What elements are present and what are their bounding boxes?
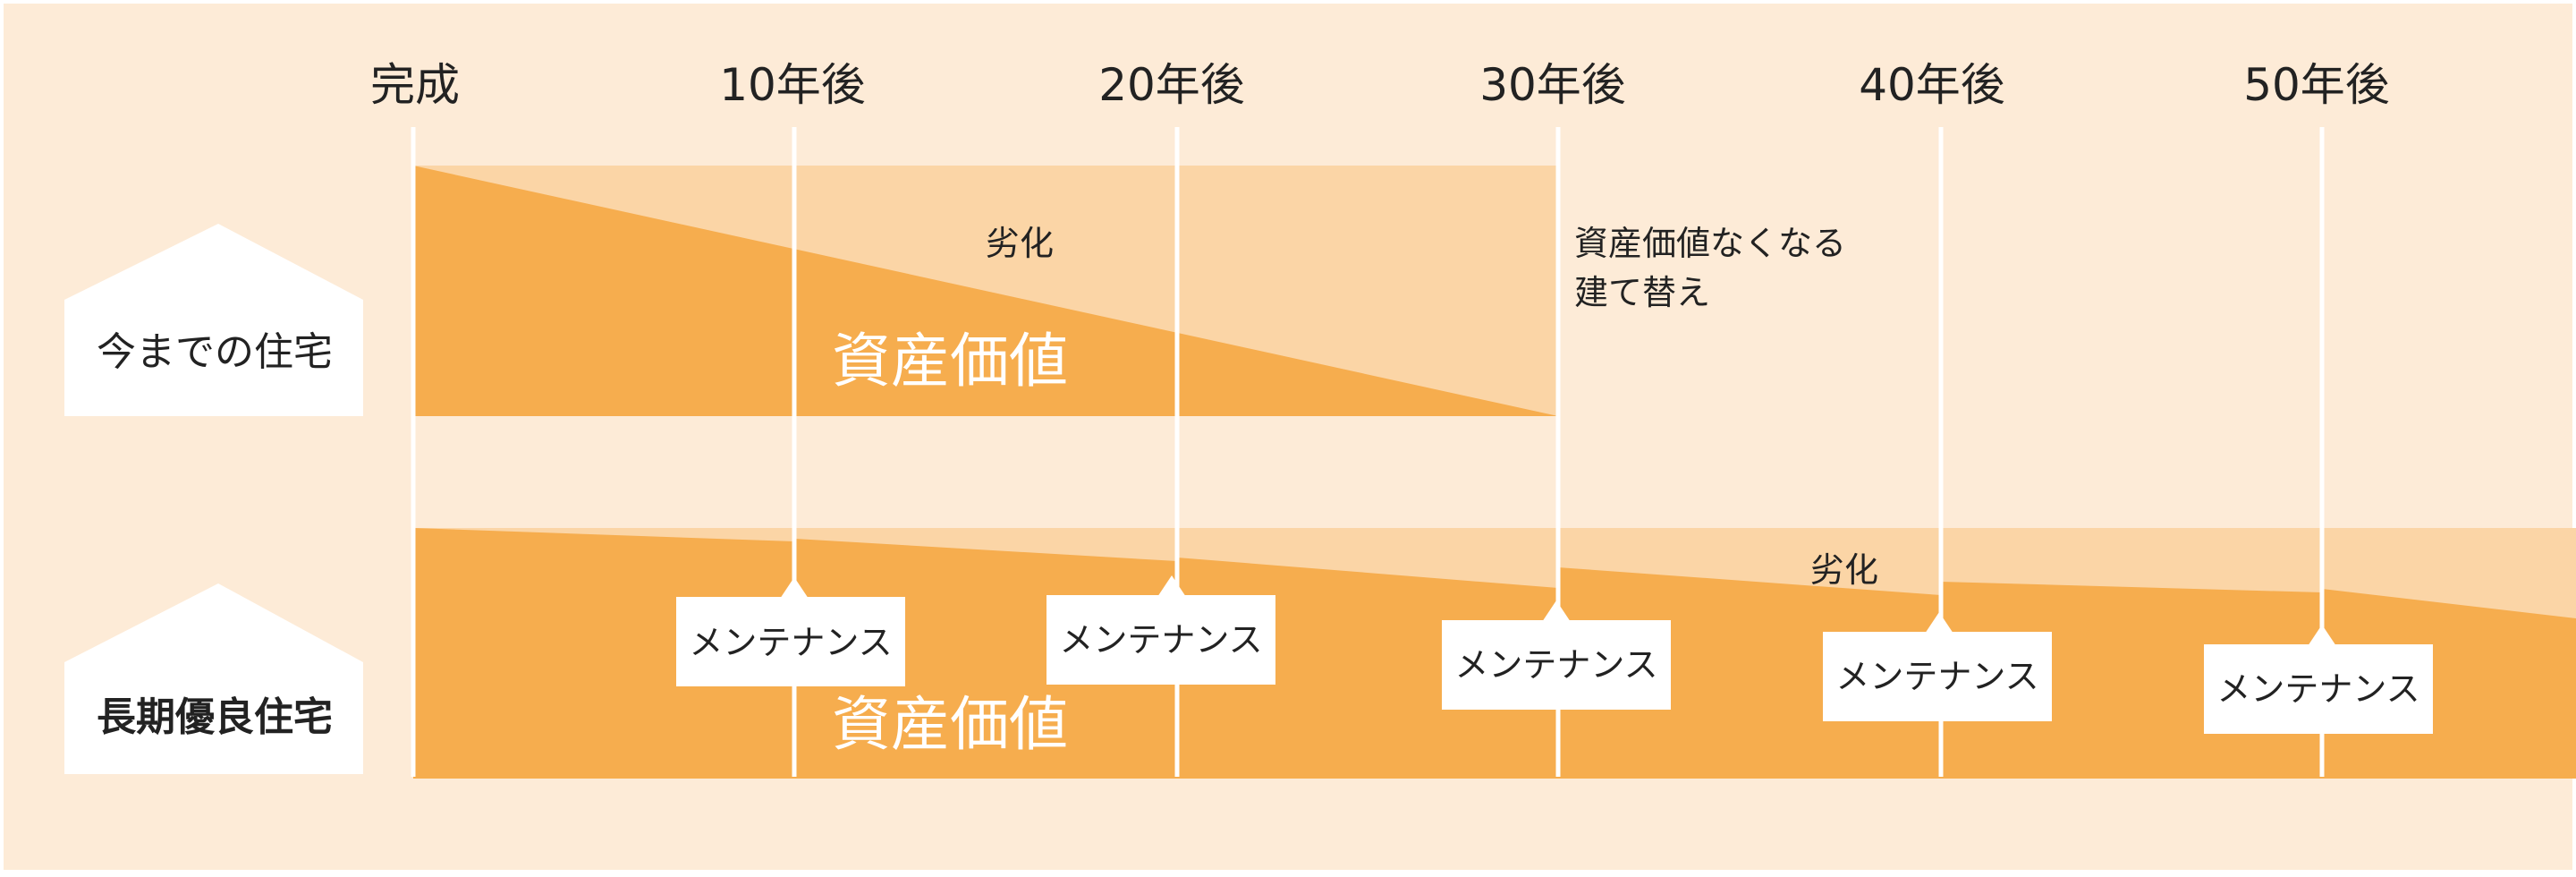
conventional-asset-value-label: 資産価値 <box>832 327 1068 396</box>
maintenance-callout-pointer <box>1925 612 1953 634</box>
maintenance-label: メンテナンス <box>1835 657 2038 696</box>
conventional-asset-value-area <box>413 166 1558 416</box>
maintenance-label: メンテナンス <box>1454 645 1657 685</box>
end-note-line2: 建て替え <box>1574 273 1710 312</box>
maintenance-callout: メンテナンス <box>1823 612 2052 721</box>
long-term-asset-value-label: 資産価値 <box>832 690 1068 759</box>
maintenance-callout-pointer <box>2308 625 2336 646</box>
conventional-house-label: 今までの住宅 <box>97 329 333 375</box>
maintenance-callout: メンテナンス <box>2204 625 2433 734</box>
maintenance-callout-box <box>2204 644 2433 734</box>
timeline-label-10: 10年後 <box>719 59 866 111</box>
timeline-label-0: 完成 <box>370 59 460 111</box>
maintenance-callout-box <box>676 597 905 686</box>
long-term-degradation-label: 劣化 <box>1810 550 1878 590</box>
maintenance-callout-box <box>1046 595 1275 685</box>
timeline-label-30: 30年後 <box>1479 59 1626 111</box>
maintenance-callout-pointer <box>1542 600 1571 622</box>
maintenance-callout-box <box>1823 632 2052 721</box>
conventional-house-shape <box>64 224 363 416</box>
timeline-labels: 完成 10年後 20年後 30年後 40年後 50年後 <box>370 59 2390 111</box>
maintenance-callout: メンテナンス <box>1442 600 1671 710</box>
maintenance-callout: メンテナンス <box>1046 575 1275 685</box>
maintenance-label: メンテナンス <box>1059 620 1262 660</box>
conventional-degradation-label: 劣化 <box>986 224 1054 263</box>
maintenance-callout-pointer <box>780 577 809 599</box>
end-note-line1: 資産価値なくなる <box>1574 224 1846 263</box>
timeline-label-40: 40年後 <box>1859 59 2005 111</box>
maintenance-callout-box <box>1442 620 1671 710</box>
timeline-label-50: 50年後 <box>2243 59 2390 111</box>
maintenance-callout-pointer <box>1157 575 1186 597</box>
timeline-label-20: 20年後 <box>1098 59 1245 111</box>
maintenance-callout: メンテナンス <box>676 577 905 686</box>
long-term-house-label: 長期優良住宅 <box>97 694 333 740</box>
maintenance-label: メンテナンス <box>2216 669 2419 709</box>
maintenance-label: メンテナンス <box>689 623 892 662</box>
long-term-house-shape <box>64 583 363 774</box>
